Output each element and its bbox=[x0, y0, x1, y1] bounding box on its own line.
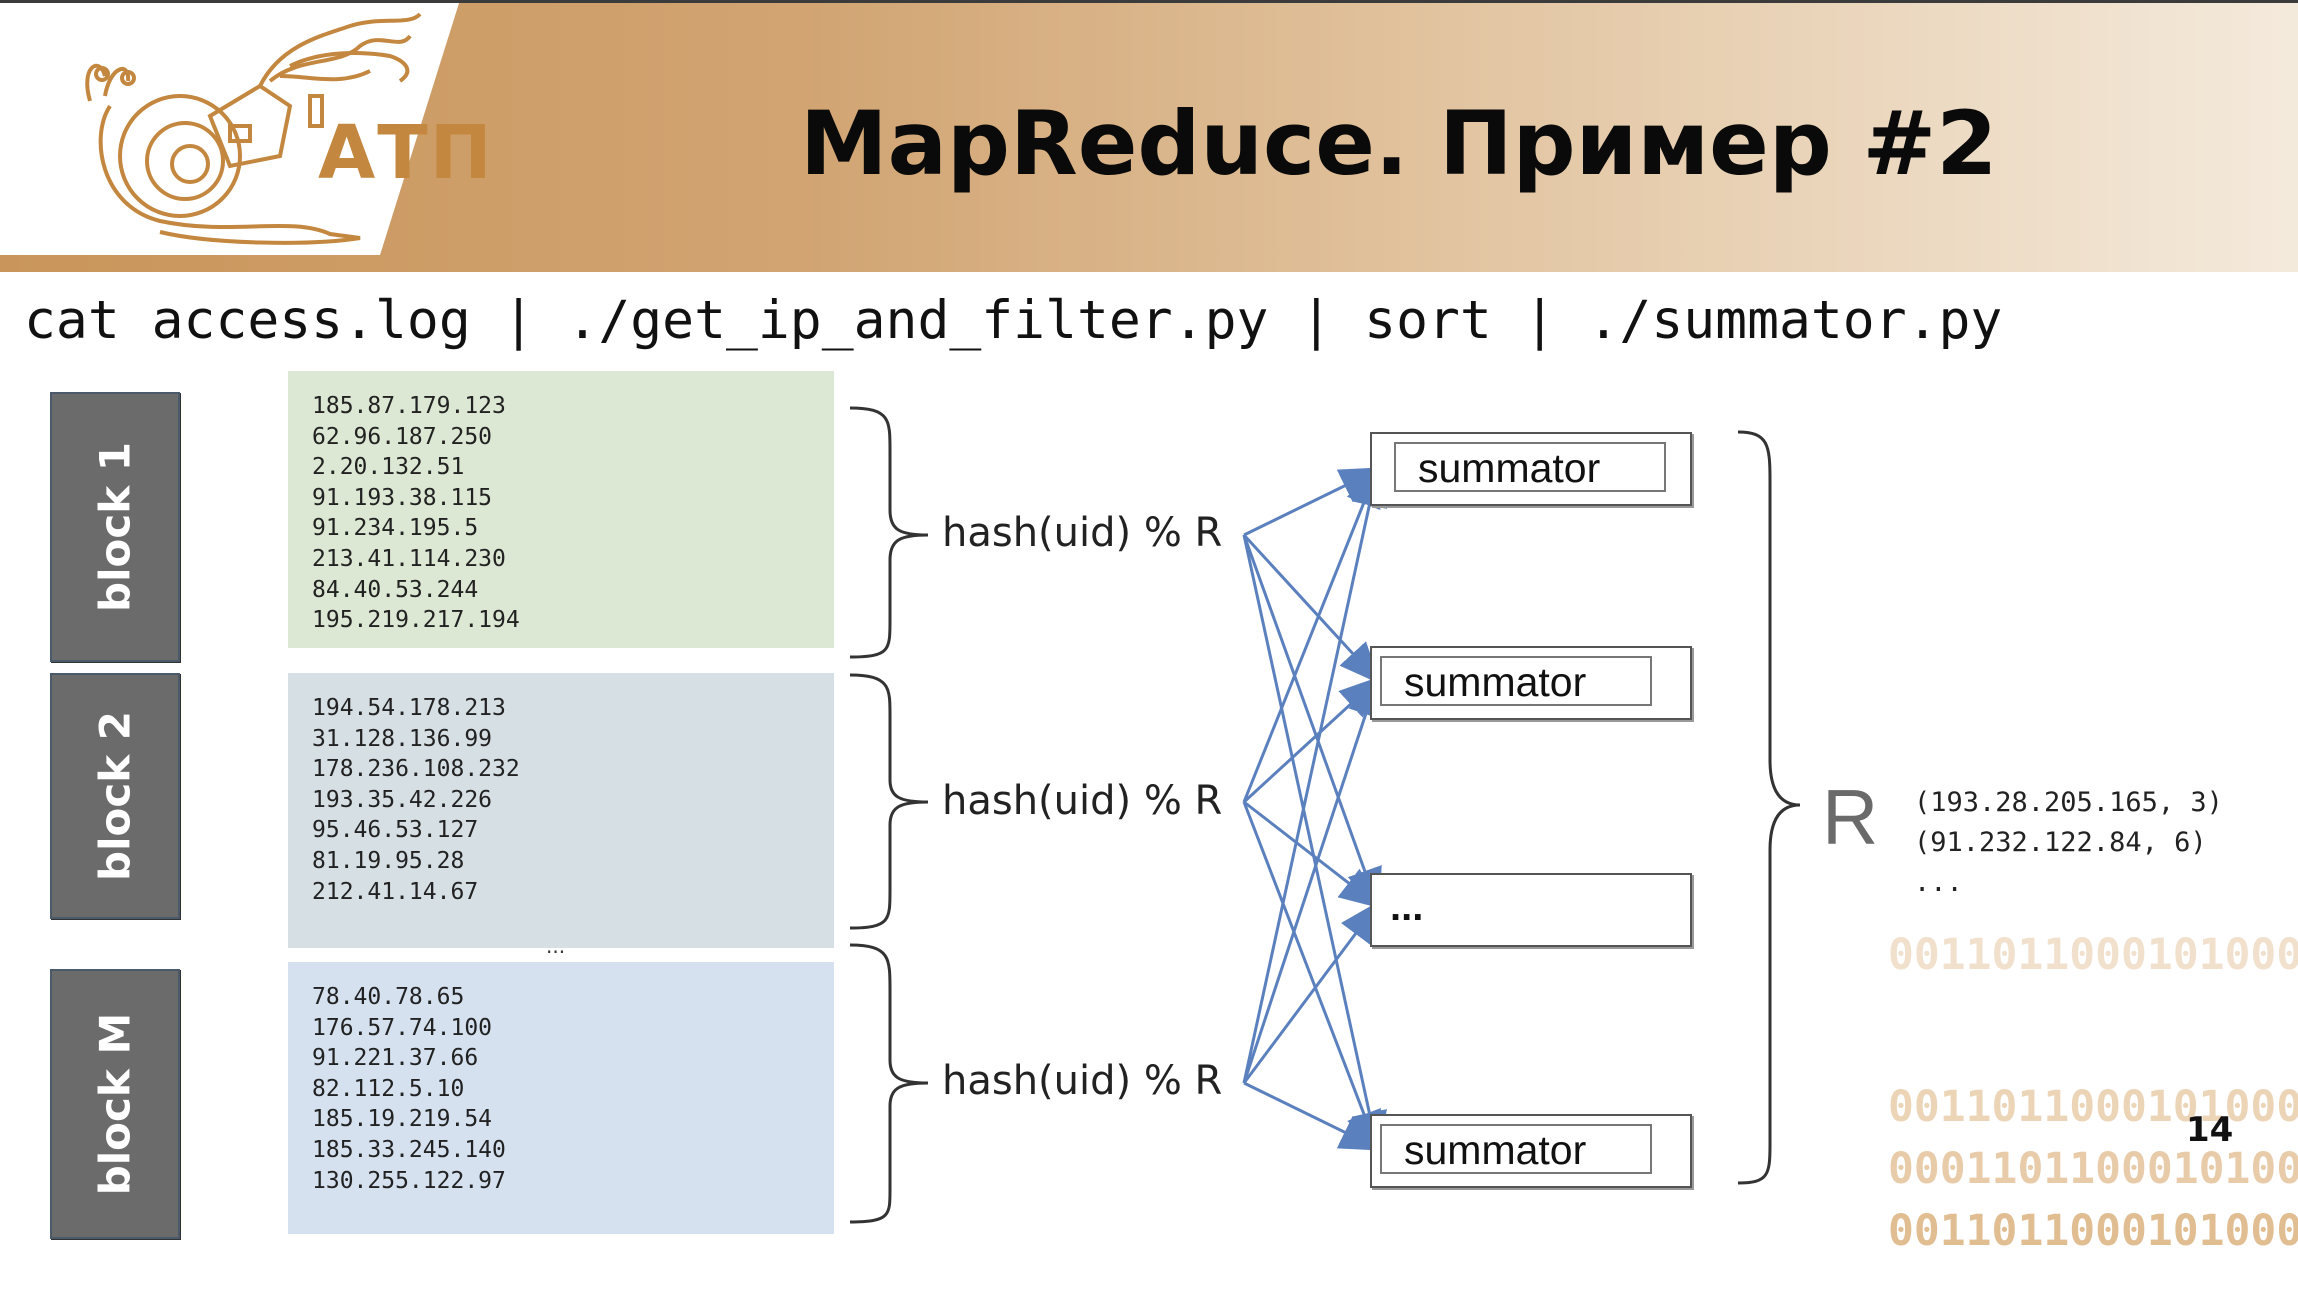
arrow-1-3 bbox=[1242, 534, 1382, 911]
arrow-m-1 bbox=[1242, 464, 1387, 1084]
ip-entry: 78.40.78.65 bbox=[312, 984, 465, 1010]
result-line: (91.232.122.84, 6) bbox=[1914, 827, 2207, 858]
reducer-label-2: summator bbox=[1380, 656, 1652, 706]
brace-reducers bbox=[1737, 430, 1801, 1185]
hash-label-m: hash(uid) % R bbox=[942, 1058, 1223, 1104]
ip-list-block-2: 194.54.178.213 31.128.136.99 178.236.108… bbox=[288, 673, 834, 948]
ip-entry: 178.236.108.232 bbox=[312, 756, 520, 783]
hash-label-2: hash(uid) % R bbox=[942, 778, 1223, 824]
ip-entry: 81.19.95.28 bbox=[312, 847, 465, 874]
ip-entry: 213.41.114.230 bbox=[312, 545, 506, 572]
ip-entry: 185.87.179.123 bbox=[312, 393, 506, 419]
ip-entry: 194.54.178.213 bbox=[312, 695, 506, 721]
brace-block-m bbox=[849, 943, 929, 1224]
logo-text: АТП bbox=[318, 110, 494, 196]
ip-entry: 193.35.42.226 bbox=[312, 786, 493, 813]
reducer-box-2: summator bbox=[1370, 646, 1692, 720]
reducer-label-1: summator bbox=[1394, 442, 1666, 492]
ip-entry: 185.33.245.140 bbox=[312, 1136, 506, 1163]
command-pipeline: cat access.log | ./get_ip_and_filter.py … bbox=[24, 290, 2003, 351]
brace-block-2 bbox=[849, 673, 929, 930]
reduce-results: (193.28.205.165, 3) (91.232.122.84, 6) .… bbox=[1914, 783, 2223, 903]
ip-entry: 91.221.37.66 bbox=[312, 1045, 479, 1072]
binary-decoration: 00011011000101000 bbox=[1888, 1144, 2298, 1194]
result-line: (193.28.205.165, 3) bbox=[1914, 787, 2223, 818]
ip-entry: 91.193.38.115 bbox=[312, 484, 493, 511]
reducer-box-4: summator bbox=[1370, 1114, 1692, 1188]
ip-entry: 31.128.136.99 bbox=[312, 725, 493, 752]
arrow-2-1 bbox=[1242, 464, 1381, 803]
brace-block-1 bbox=[849, 406, 929, 659]
ip-entry: 2.20.132.51 bbox=[312, 454, 465, 481]
ip-entry: 82.112.5.10 bbox=[312, 1075, 465, 1102]
slide-title: MapReduce. Пример #2 bbox=[800, 92, 1998, 195]
ip-entry: 95.46.53.127 bbox=[312, 817, 479, 844]
block-ellipsis: ... bbox=[546, 934, 566, 958]
ip-entry: 176.57.74.100 bbox=[312, 1014, 493, 1041]
result-line: ... bbox=[1914, 867, 1963, 898]
ip-entry: 185.19.219.54 bbox=[312, 1106, 493, 1133]
reducer-label-3: ... bbox=[1390, 885, 1424, 929]
snail-logo-icon bbox=[85, 12, 422, 245]
arrow-m-3 bbox=[1242, 900, 1381, 1084]
reducer-box-3: ... bbox=[1370, 873, 1692, 947]
arrow-2-4 bbox=[1242, 801, 1381, 1154]
arrow-1-4 bbox=[1242, 534, 1387, 1154]
ip-entry: 130.255.122.97 bbox=[312, 1167, 506, 1194]
reducer-box-1: summator bbox=[1370, 432, 1692, 506]
block-label-1: block 1 bbox=[50, 392, 180, 662]
ip-entry: 84.40.53.244 bbox=[312, 576, 479, 603]
r-label: R bbox=[1822, 773, 1879, 861]
ip-list-block-1: 185.87.179.123 62.96.187.250 2.20.132.51… bbox=[288, 371, 834, 648]
page-number: 14 bbox=[2186, 1110, 2234, 1150]
ip-entry: 91.234.195.5 bbox=[312, 515, 479, 542]
block-label-m: block M bbox=[50, 969, 180, 1239]
arrow-m-2 bbox=[1242, 674, 1383, 1084]
top-border bbox=[0, 0, 2298, 3]
block-label-2: block 2 bbox=[50, 673, 180, 919]
arrow-2-3 bbox=[1243, 800, 1382, 909]
reducer-label-4: summator bbox=[1380, 1124, 1652, 1174]
arrow-1-2 bbox=[1242, 533, 1382, 685]
arrow-m-4 bbox=[1243, 1081, 1383, 1151]
hash-label-1: hash(uid) % R bbox=[942, 510, 1223, 556]
ip-entry: 212.41.14.67 bbox=[312, 878, 479, 905]
ip-entry: 195.219.217.194 bbox=[312, 607, 520, 634]
arrow-1-1 bbox=[1243, 467, 1383, 537]
ip-list-block-m: 78.40.78.65 176.57.74.100 91.221.37.66 8… bbox=[288, 962, 834, 1234]
ip-entry: 62.96.187.250 bbox=[312, 423, 493, 450]
